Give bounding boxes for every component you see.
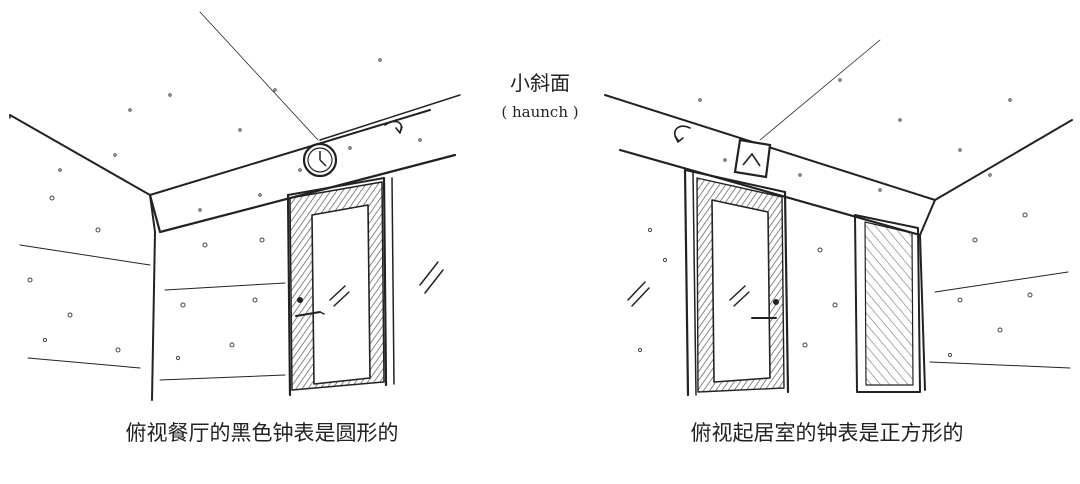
center-subtitle: ( haunch ) — [501, 103, 578, 121]
round-clock-icon — [302, 142, 338, 178]
right-room-sketch — [604, 39, 1073, 397]
right-wall-texture — [637, 78, 1033, 358]
left-room-sketch — [9, 11, 461, 401]
center-title: 小斜面 — [510, 71, 570, 95]
square-clock-icon — [733, 138, 772, 179]
right-caption: 俯视起居室的钟表是正方形的 — [691, 421, 964, 445]
left-wall-texture — [27, 58, 422, 361]
left-caption: 俯视餐厅的黑色钟表是圆形的 — [126, 421, 399, 445]
